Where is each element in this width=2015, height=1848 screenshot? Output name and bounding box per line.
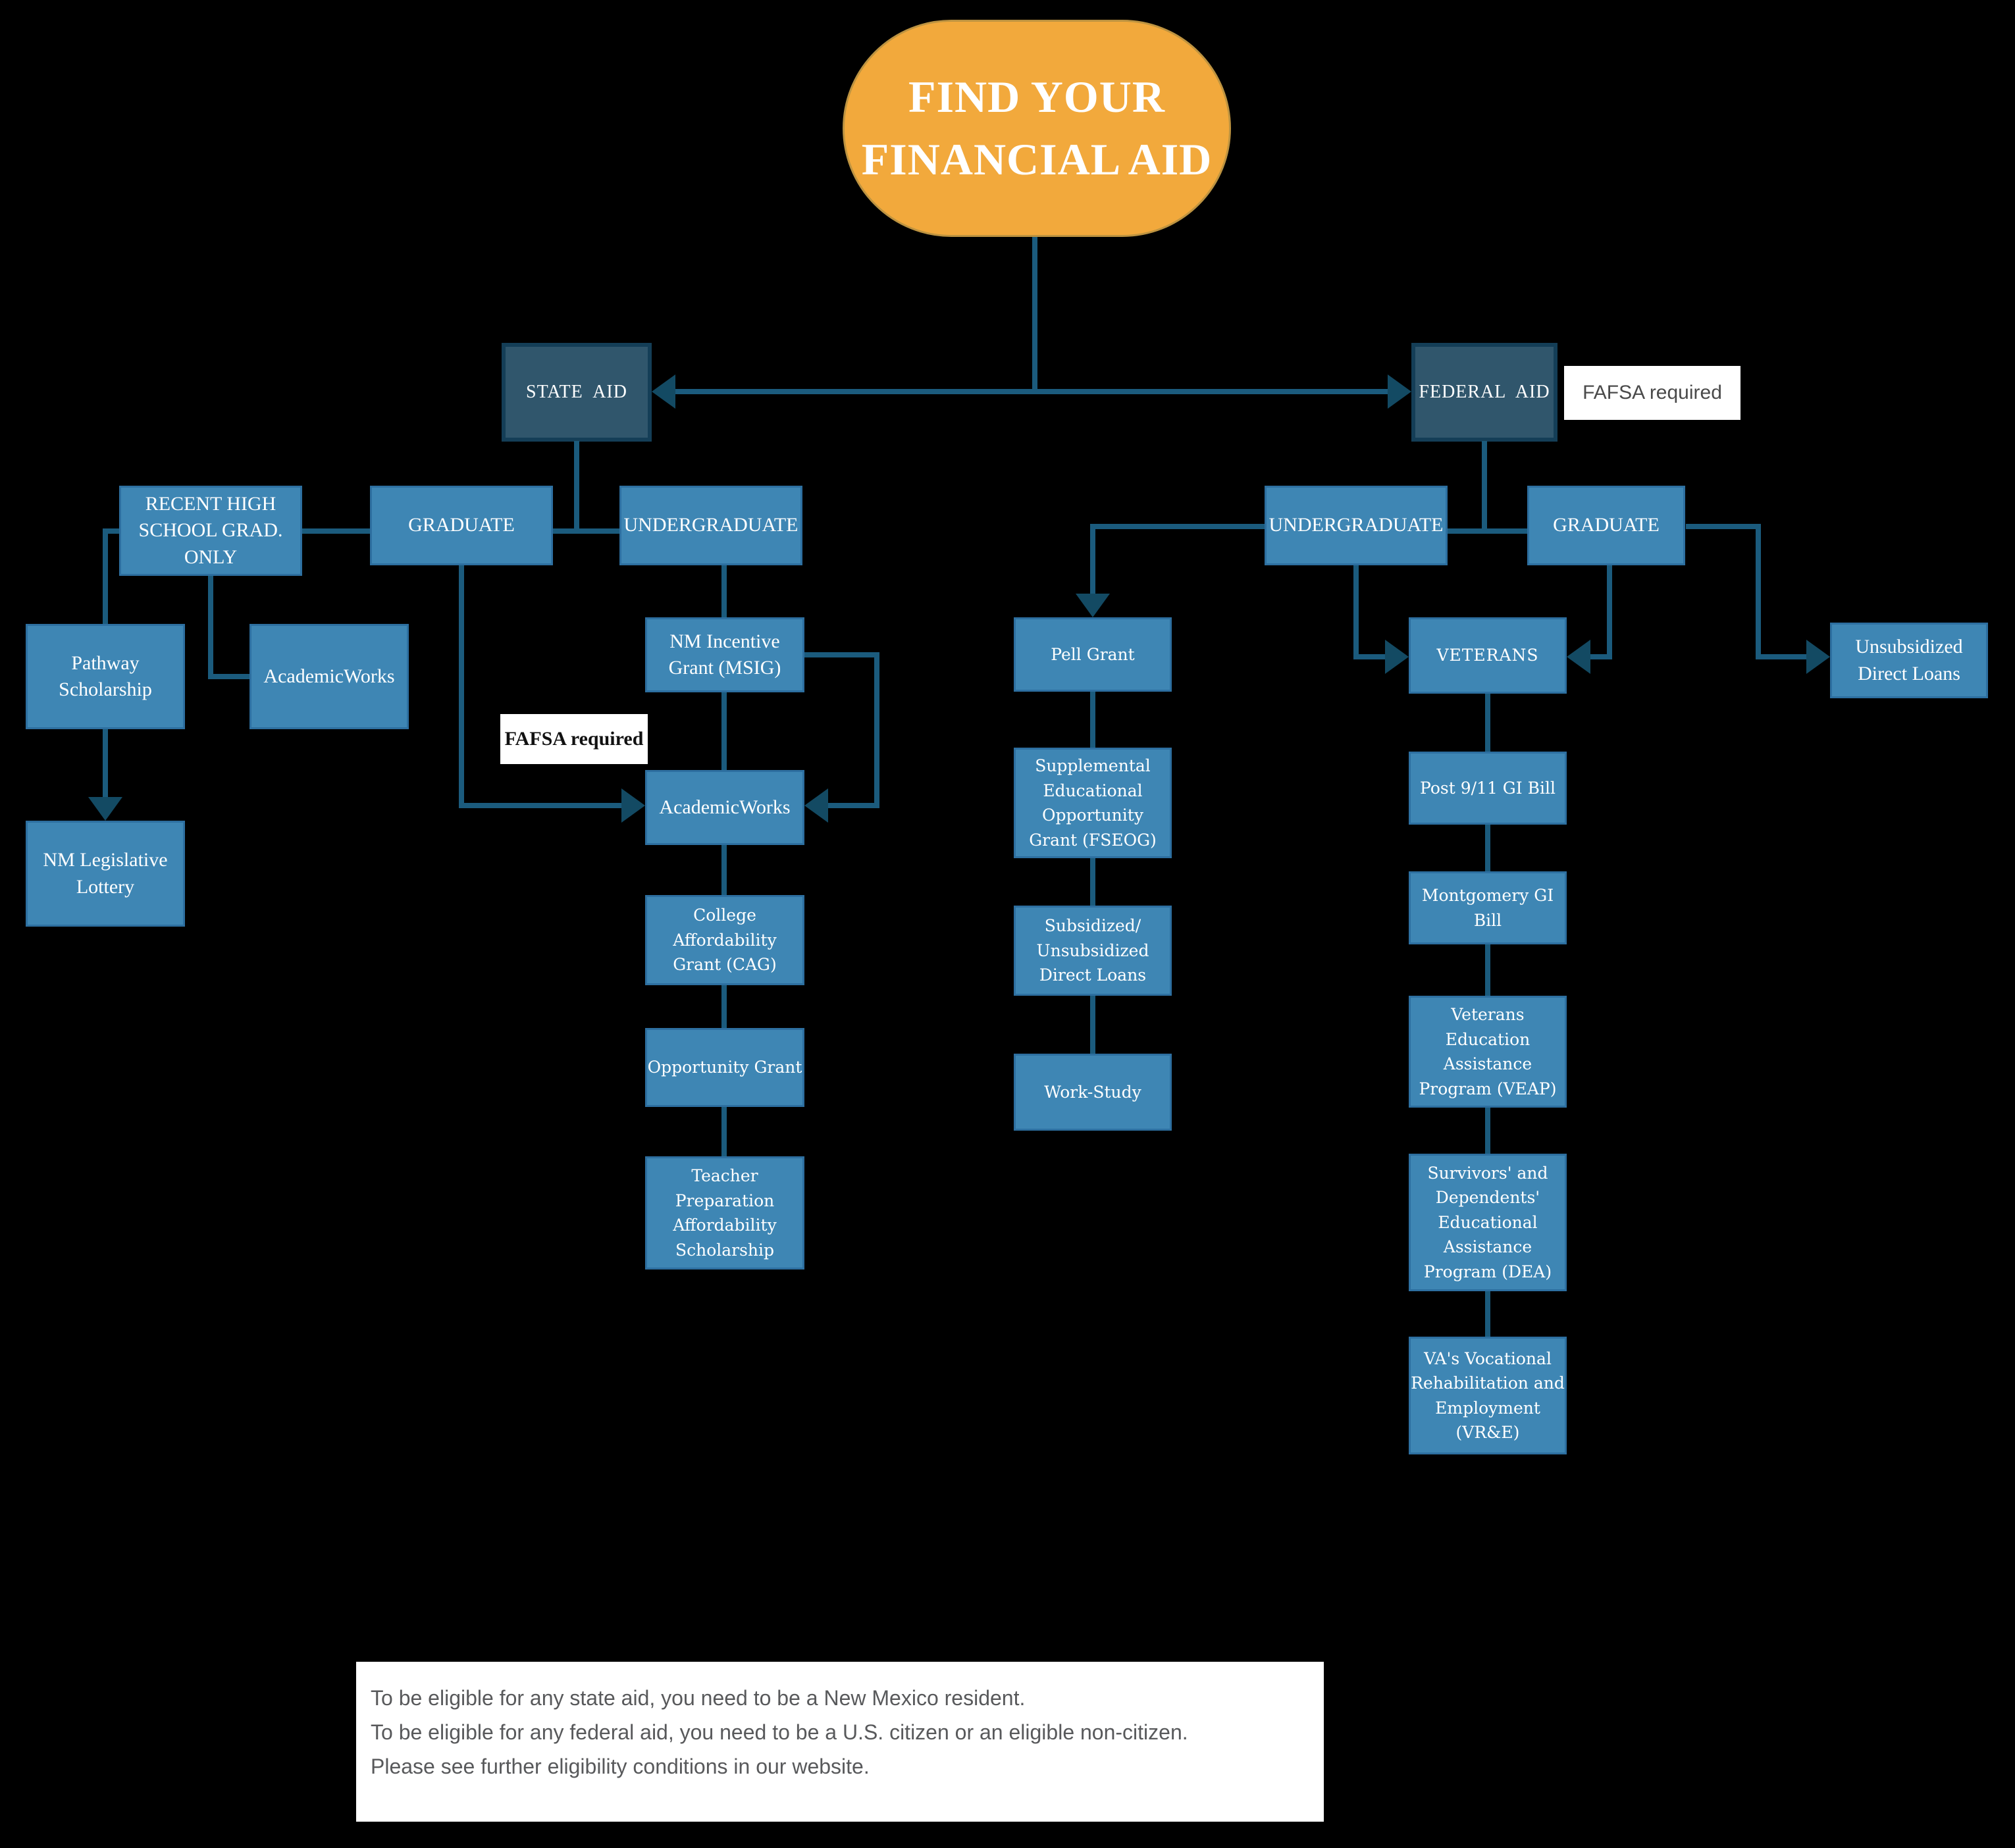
connector — [1353, 565, 1359, 659]
connector — [1090, 692, 1095, 748]
node-montgomery-gi-bill: Montgomery GI Bill — [1409, 871, 1567, 944]
node-graduate-federal: GRADUATE — [1527, 486, 1685, 565]
node-academicworks-left: AcademicWorks — [249, 624, 409, 729]
connector — [1686, 524, 1761, 529]
connector — [103, 528, 108, 624]
arrowhead-into-veterans-left-side — [1385, 640, 1409, 674]
connector — [103, 528, 119, 534]
connector — [721, 692, 727, 770]
connector — [1090, 858, 1095, 906]
arrowhead-into-state-aid — [652, 374, 675, 409]
connector — [1590, 654, 1612, 659]
node-state-aid: STATE AID — [502, 343, 652, 442]
page-title: FIND YOUR FINANCIAL AID — [861, 71, 1213, 184]
node-academicworks-center: AcademicWorks — [645, 770, 804, 845]
connector — [1485, 825, 1490, 871]
connector — [721, 1107, 727, 1156]
connector — [553, 528, 619, 534]
arrowhead-into-veterans-right-side — [1567, 640, 1590, 674]
node-federal-aid: FEDERAL AID — [1411, 343, 1557, 442]
node-nm-legislative-lottery: NM Legislative Lottery — [26, 821, 185, 927]
connector — [874, 652, 879, 808]
connector — [459, 565, 464, 808]
node-recent-high-school-grad: RECENT HIGH SCHOOL GRAD. ONLY — [119, 486, 302, 576]
node-teacher-preparation-scholarship: Teacher Preparation Affordability Schola… — [645, 1156, 804, 1270]
node-veap: Veterans Education Assistance Program (V… — [1409, 996, 1567, 1108]
arrowhead-into-academicworks-left-side — [621, 788, 645, 823]
node-vre: VA's Vocational Rehabilitation and Emplo… — [1409, 1337, 1567, 1454]
connector — [721, 565, 727, 617]
connector — [1485, 1291, 1490, 1337]
node-post-911-gi-bill: Post 9/11 GI Bill — [1409, 752, 1567, 825]
node-graduate-state: GRADUATE — [370, 486, 553, 565]
connector — [208, 576, 213, 679]
connector — [1090, 996, 1095, 1054]
eligibility-note: To be eligible for any state aid, you ne… — [356, 1662, 1324, 1822]
connector — [1090, 524, 1265, 529]
connector — [1485, 694, 1490, 752]
node-pell-grant: Pell Grant — [1014, 617, 1172, 692]
connector — [1090, 524, 1095, 594]
node-nm-incentive-grant: NM Incentive Grant (MSIG) — [645, 617, 804, 692]
connector — [675, 389, 1388, 394]
connector — [721, 845, 727, 895]
fafsa-required-label-federal: FAFSA required — [1564, 366, 1740, 420]
arrowhead-into-academicworks-right-side — [804, 788, 828, 823]
connector — [1482, 441, 1487, 531]
node-veterans: VETERANS — [1409, 617, 1567, 694]
connector — [459, 803, 621, 808]
connector — [103, 729, 108, 800]
connector — [1756, 654, 1806, 659]
connector — [721, 985, 727, 1028]
node-work-study: Work-Study — [1014, 1054, 1172, 1131]
connector — [804, 652, 879, 657]
node-dea: Survivors' and Dependents' Educational A… — [1409, 1154, 1567, 1291]
connector — [1485, 1108, 1490, 1154]
connector — [1756, 524, 1761, 659]
connector — [1607, 565, 1612, 659]
connector — [1448, 528, 1527, 534]
connector — [302, 528, 370, 534]
node-undergraduate-state: UNDERGRADUATE — [619, 486, 802, 565]
node-fseog: Supplemental Educational Opportunity Gra… — [1014, 748, 1172, 858]
connector — [1353, 654, 1385, 659]
node-college-affordability-grant: College Affordability Grant (CAG) — [645, 895, 804, 985]
connector — [1032, 237, 1037, 392]
arrowhead-into-unsubsidized-loans — [1806, 640, 1830, 674]
arrowhead-into-pell-grant — [1076, 594, 1110, 617]
connector — [828, 803, 879, 808]
connector — [574, 441, 579, 531]
connector — [1485, 944, 1490, 996]
fafsa-required-label-state: FAFSA required — [500, 714, 648, 764]
node-subsidized-unsubsidized-loans: Subsidized/ Unsubsidized Direct Loans — [1014, 906, 1172, 996]
node-opportunity-grant: Opportunity Grant — [645, 1028, 804, 1107]
node-undergraduate-federal: UNDERGRADUATE — [1265, 486, 1448, 565]
arrowhead-into-nm-lottery — [88, 797, 122, 821]
connector — [208, 674, 249, 679]
node-unsubsidized-direct-loans: Unsubsidized Direct Loans — [1830, 623, 1988, 698]
node-pathway-scholarship: Pathway Scholarship — [26, 624, 185, 729]
arrowhead-into-federal-aid — [1388, 374, 1411, 409]
title-ellipse: FIND YOUR FINANCIAL AID — [843, 20, 1231, 237]
